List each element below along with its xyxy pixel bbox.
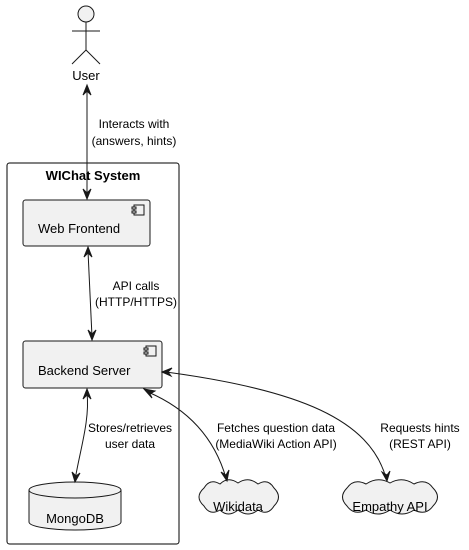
edge-label-line1: Requests hints — [380, 421, 459, 435]
database-icon — [28, 481, 122, 531]
edge-label-line1: Stores/retrieves — [88, 421, 172, 435]
user-actor: User — [71, 5, 101, 83]
empathy-api-label: Empathy API — [352, 499, 427, 514]
web-frontend-node: Web Frontend — [22, 199, 151, 247]
edge-label-line1: Interacts with — [99, 117, 170, 131]
edge-label-line2: (HTTP/HTTPS) — [95, 295, 177, 309]
edge-backend-wikidata: Fetches question data (MediaWiki Action … — [142, 388, 337, 483]
edge-label-line1: API calls — [113, 279, 160, 293]
edge-backend-empathy: Requests hints (REST API) — [160, 367, 460, 483]
edge-frontend-backend: API calls (HTTP/HTTPS) — [83, 245, 177, 342]
backend-server-label: Backend Server — [38, 363, 131, 378]
wikidata-label: Wikidata — [213, 499, 264, 514]
actor-left-leg — [71, 49, 87, 65]
edge-label-line1: Fetches question data — [217, 421, 335, 435]
actor-head — [77, 5, 95, 23]
component-icon — [131, 204, 145, 216]
empathy-api-node: Empathy API — [342, 479, 438, 515]
cloud-icon — [342, 479, 438, 515]
actor-right-leg — [85, 49, 101, 65]
edge-label-line2: user data — [105, 437, 155, 451]
system-boundary: WIChat System — [6, 162, 180, 545]
web-frontend-box — [22, 199, 151, 247]
cloud-icon — [198, 479, 279, 515]
wikidata-node: Wikidata — [198, 479, 279, 515]
system-frame — [6, 162, 180, 545]
edge-backend-mongodb: Stores/retrieves user data — [71, 387, 172, 484]
edge-label-line2: (answers, hints) — [92, 134, 177, 148]
edge-label-line2: (REST API) — [389, 437, 451, 451]
mongodb-node: MongoDB — [28, 481, 122, 531]
edge-user-frontend: Interacts with (answers, hints) — [82, 83, 177, 201]
component-icon — [143, 345, 157, 357]
backend-server-node: Backend Server — [22, 340, 163, 389]
backend-server-box — [22, 340, 163, 389]
edge-label-line2: (MediaWiki Action API) — [215, 437, 336, 451]
web-frontend-label: Web Frontend — [38, 221, 120, 236]
mongodb-label: MongoDB — [46, 511, 104, 526]
actor-label: User — [72, 68, 100, 83]
system-title: WIChat System — [46, 168, 141, 183]
